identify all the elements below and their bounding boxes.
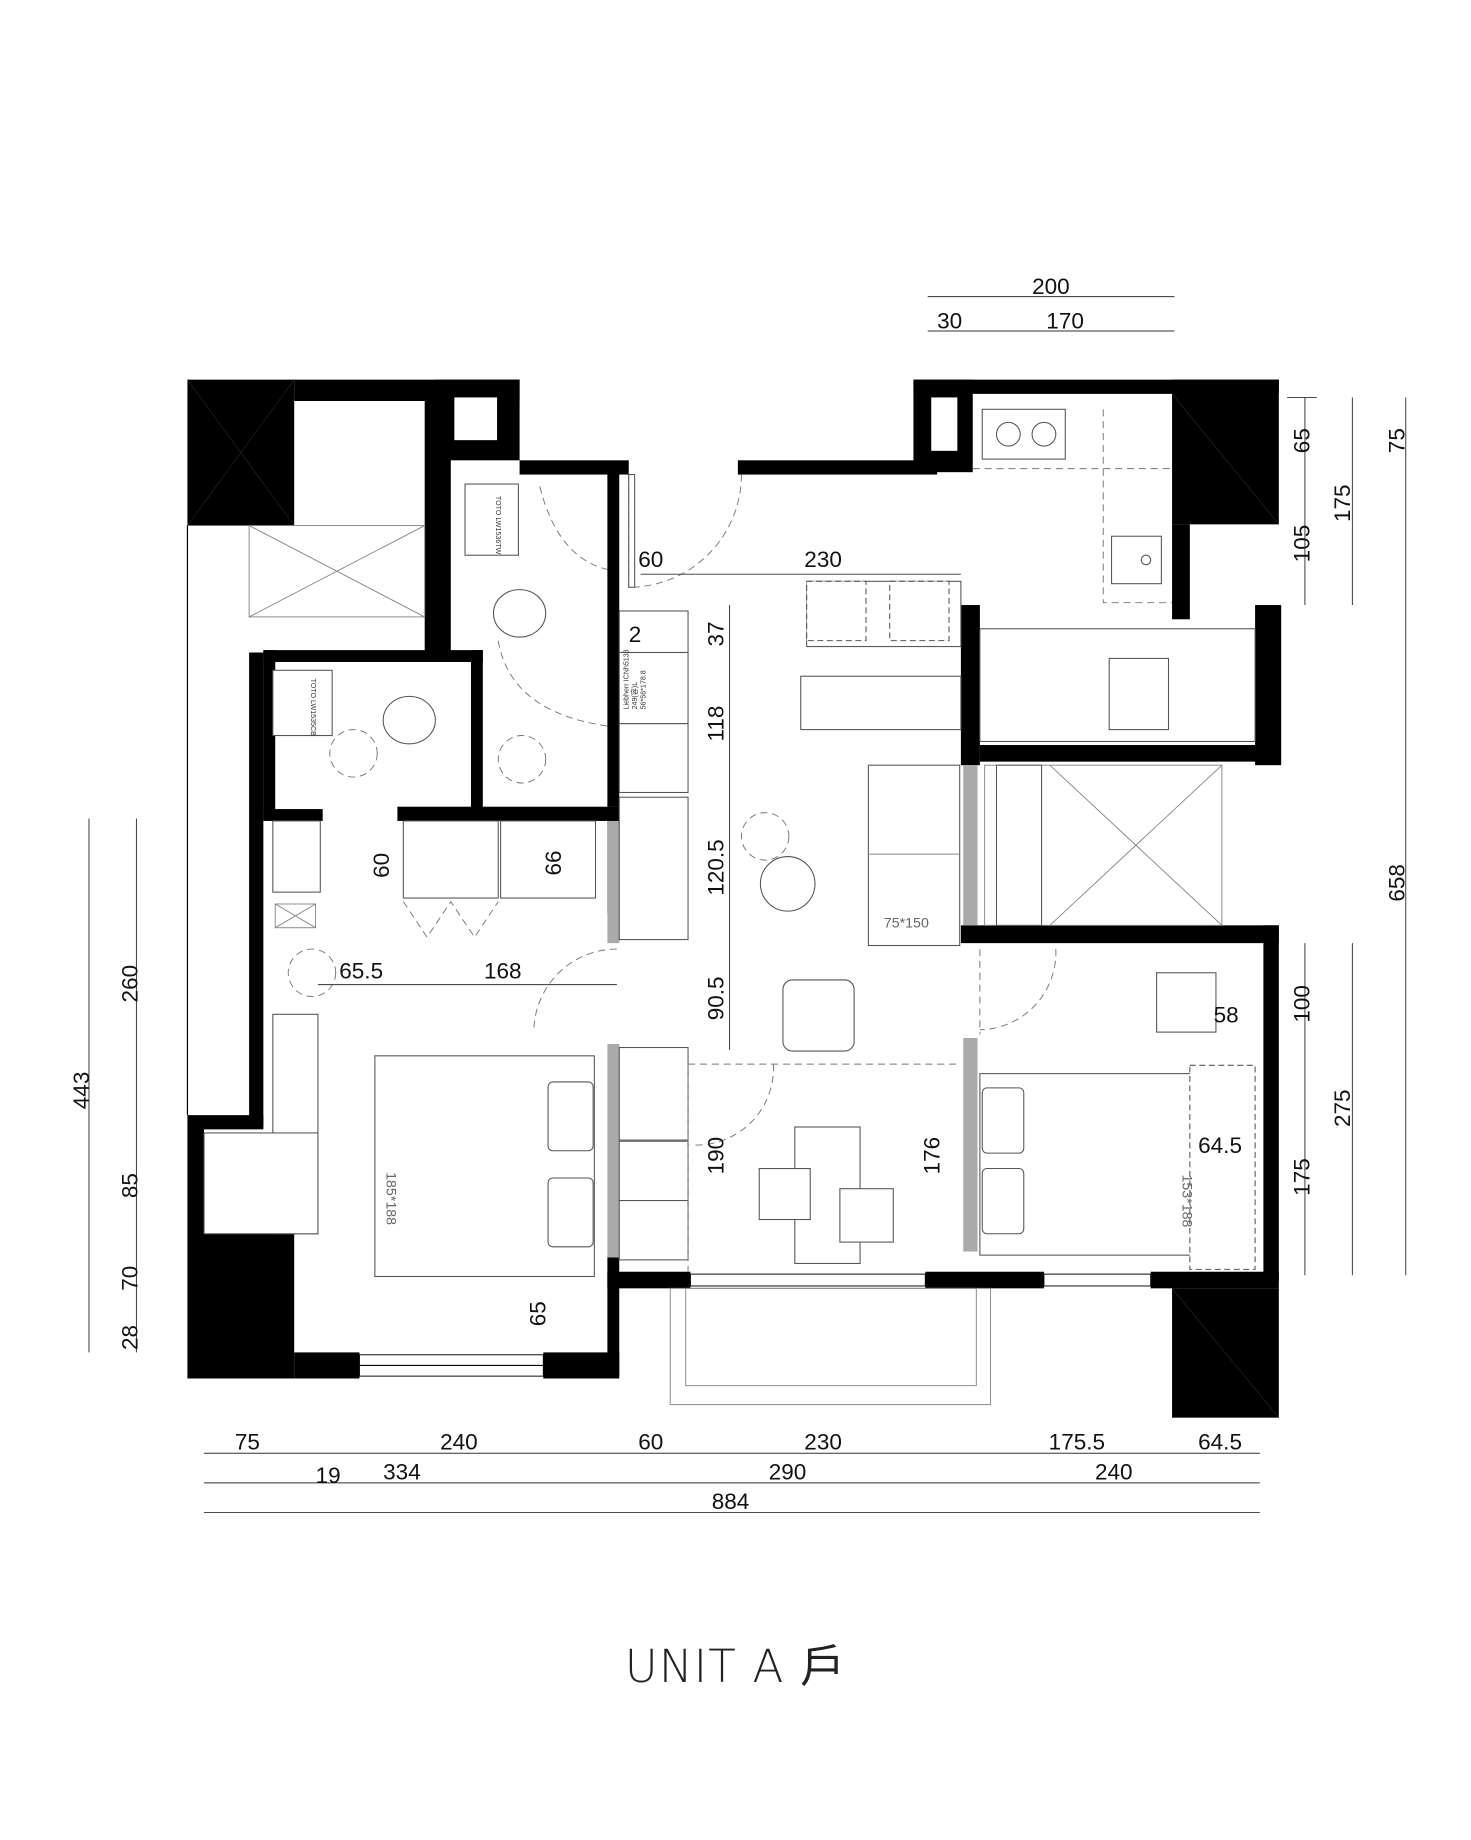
- dim-v-118: 118: [704, 706, 729, 742]
- toto-label-1: TOTO LW1536TW: [494, 496, 502, 555]
- fridge-label-1: Liebherr ICNh5133: [623, 649, 631, 709]
- dim-v-90-5: 90.5: [704, 976, 729, 1020]
- second-bed-size-label: 153*188: [1179, 1174, 1195, 1227]
- dim-closet-60: 60: [369, 853, 394, 878]
- dim-right-100: 100: [1290, 985, 1315, 1023]
- walls: [186, 379, 1282, 1418]
- unit-title: UNIT A 戶: [625, 1640, 847, 1693]
- dim-h-65-5: 65.5: [339, 959, 383, 984]
- dim-bot-64-5: 64.5: [1198, 1430, 1242, 1455]
- dim-desk-58: 58: [1214, 1003, 1239, 1028]
- dim-bot-75: 75: [235, 1430, 260, 1455]
- dim-bot-240b: 240: [1095, 1459, 1133, 1484]
- dim-cab-2: 2: [629, 622, 642, 647]
- dim-bot-240: 240: [440, 1430, 478, 1455]
- dim-top-total: 200: [1032, 274, 1070, 299]
- dim-h-168: 168: [484, 959, 522, 984]
- dim-top-a: 30: [937, 309, 962, 334]
- dim-left-85: 85: [118, 1173, 143, 1198]
- dim-left-70: 70: [118, 1266, 143, 1291]
- dim-v-190: 190: [704, 1137, 729, 1175]
- dim-door-60: 60: [638, 547, 663, 572]
- dim-island-230: 230: [804, 547, 842, 572]
- dim-right-65: 65: [1290, 428, 1315, 453]
- dim-right-105: 105: [1290, 525, 1315, 563]
- dim-right-658: 658: [1385, 864, 1410, 902]
- dim-bot-334: 334: [383, 1459, 421, 1484]
- furniture-labels: 75*150 185*188 153*188 Liebherr ICNh5133…: [309, 496, 1195, 1228]
- dimension-lines: [88, 296, 1407, 1514]
- dim-left-443: 443: [69, 1072, 94, 1110]
- dim-top-b: 170: [1046, 309, 1084, 334]
- dim-bot-290: 290: [769, 1459, 807, 1484]
- dim-v-120-5: 120.5: [704, 839, 729, 895]
- dim-closet-66: 66: [541, 850, 566, 875]
- dim-right-175: 175: [1330, 484, 1355, 522]
- dim-left-260: 260: [118, 965, 143, 1003]
- dim-bot-19: 19: [316, 1463, 341, 1488]
- dim-bot-884: 884: [712, 1489, 750, 1514]
- dim-right-275: 275: [1330, 1089, 1355, 1127]
- fridge-label-2: 249(容)L: [630, 682, 639, 710]
- toto-label-2: TOTO LW1535CB: [309, 679, 317, 737]
- dim-v-37: 37: [704, 622, 729, 647]
- dim-right-175b: 175: [1290, 1158, 1315, 1196]
- dim-right-75: 75: [1385, 428, 1410, 453]
- fridge-label-3: 56*56*178.8: [639, 670, 647, 709]
- dim-left-28: 28: [118, 1325, 143, 1350]
- dimension-labels: 200 30 170 65 175 75 105 658 100 275 175…: [69, 274, 1410, 1514]
- dim-bot-230: 230: [804, 1430, 842, 1455]
- sofa-size-label: 75*150: [884, 916, 929, 932]
- dim-bed1-65: 65: [526, 1301, 551, 1326]
- dim-v-176: 176: [920, 1137, 945, 1175]
- dim-bot-60: 60: [638, 1430, 663, 1455]
- master-bed-size-label: 185*188: [383, 1172, 399, 1225]
- fixtures: [203, 408, 1256, 1406]
- dim-bot-175-5: 175.5: [1049, 1430, 1105, 1455]
- dim-bed2-64-5: 64.5: [1198, 1133, 1242, 1158]
